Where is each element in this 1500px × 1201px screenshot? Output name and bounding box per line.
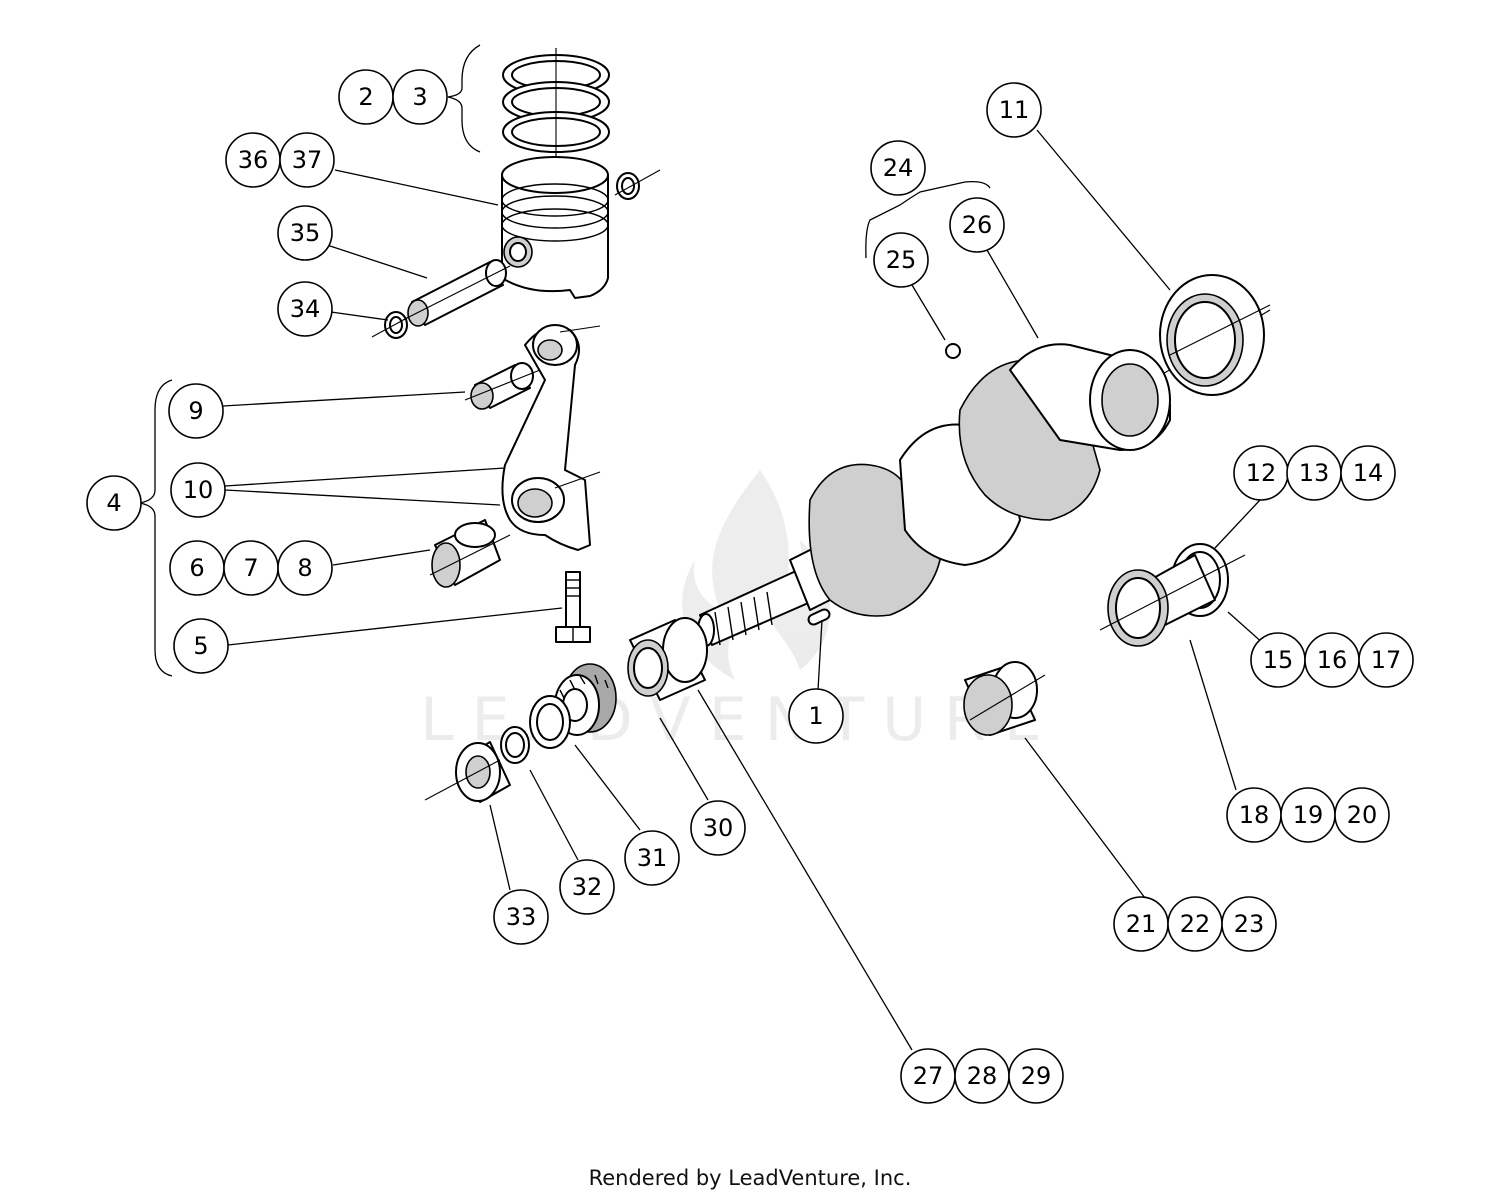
bracket-24 xyxy=(865,180,991,259)
callout-1: 1 xyxy=(788,688,844,744)
svg-text:10: 10 xyxy=(183,476,214,504)
svg-text:18: 18 xyxy=(1239,801,1270,829)
callout-6: 6 xyxy=(169,540,225,596)
callout-11: 11 xyxy=(986,82,1042,138)
svg-text:3: 3 xyxy=(412,83,427,111)
callout-21: 21 xyxy=(1113,896,1169,952)
callout-12: 12 xyxy=(1233,445,1289,501)
ball xyxy=(945,343,961,359)
svg-text:19: 19 xyxy=(1293,801,1324,829)
callout-18: 18 xyxy=(1226,787,1282,843)
callout-13: 13 xyxy=(1286,445,1342,501)
svg-text:29: 29 xyxy=(1021,1062,1052,1090)
svg-text:4: 4 xyxy=(106,489,121,517)
callout-30: 30 xyxy=(690,800,746,856)
callout-27: 27 xyxy=(900,1048,956,1104)
big-end-bearing xyxy=(429,519,511,588)
svg-text:20: 20 xyxy=(1347,801,1378,829)
callout-20: 20 xyxy=(1334,787,1390,843)
svg-text:24: 24 xyxy=(883,154,914,182)
svg-text:26: 26 xyxy=(962,211,993,239)
svg-text:21: 21 xyxy=(1126,910,1157,938)
washer xyxy=(529,695,571,749)
svg-text:35: 35 xyxy=(290,219,321,247)
svg-text:6: 6 xyxy=(189,554,204,582)
svg-text:37: 37 xyxy=(292,146,323,174)
piston-rings xyxy=(502,48,610,180)
o-ring xyxy=(500,726,530,764)
leader-lines xyxy=(222,129,1266,1051)
snap-ring-right xyxy=(614,169,661,200)
callouts: 2 3 36 37 35 34 9 10 4 6 7 8 5 11 24 26 … xyxy=(86,69,1414,1104)
thrust-bearing xyxy=(1099,543,1246,647)
svg-text:17: 17 xyxy=(1371,646,1402,674)
svg-text:32: 32 xyxy=(572,873,603,901)
pto-bearing xyxy=(627,617,708,701)
main-bearing-center xyxy=(963,661,1046,736)
callout-9: 9 xyxy=(168,383,224,439)
svg-text:28: 28 xyxy=(967,1062,998,1090)
svg-text:1: 1 xyxy=(808,702,823,730)
callout-22: 22 xyxy=(1167,896,1223,952)
callout-5: 5 xyxy=(173,618,229,674)
callout-10: 10 xyxy=(170,462,226,518)
svg-text:9: 9 xyxy=(188,397,203,425)
callout-25: 25 xyxy=(873,232,929,288)
callout-16: 16 xyxy=(1304,632,1360,688)
key xyxy=(807,608,831,626)
callout-31: 31 xyxy=(624,830,680,886)
main-bearing-end xyxy=(1159,274,1271,396)
svg-text:2: 2 xyxy=(358,83,373,111)
crankshaft xyxy=(697,309,1271,651)
svg-text:5: 5 xyxy=(193,632,208,660)
callout-14: 14 xyxy=(1340,445,1396,501)
svg-text:25: 25 xyxy=(886,246,917,274)
callout-19: 19 xyxy=(1280,787,1336,843)
callout-26: 26 xyxy=(949,197,1005,253)
rod-bolt xyxy=(555,571,591,643)
piston-pin xyxy=(402,259,511,327)
callout-35: 35 xyxy=(277,205,333,261)
callout-2: 2 xyxy=(338,69,394,125)
svg-text:7: 7 xyxy=(243,554,258,582)
svg-text:12: 12 xyxy=(1246,459,1277,487)
callout-28: 28 xyxy=(954,1048,1010,1104)
callout-7: 7 xyxy=(223,540,279,596)
callout-8: 8 xyxy=(277,540,333,596)
oil-seal xyxy=(424,741,511,803)
callout-32: 32 xyxy=(559,859,615,915)
svg-text:31: 31 xyxy=(637,844,668,872)
callout-4: 4 xyxy=(86,475,142,531)
callout-37: 37 xyxy=(279,132,335,188)
svg-text:8: 8 xyxy=(297,554,312,582)
svg-text:33: 33 xyxy=(506,903,537,931)
bracket-2-3 xyxy=(447,44,481,153)
callout-33: 33 xyxy=(493,889,549,945)
callout-36: 36 xyxy=(225,132,281,188)
connecting-rod xyxy=(501,324,601,551)
callout-17: 17 xyxy=(1358,632,1414,688)
svg-text:14: 14 xyxy=(1353,459,1384,487)
small-end-bushing xyxy=(464,362,541,410)
svg-text:11: 11 xyxy=(999,96,1030,124)
svg-text:16: 16 xyxy=(1317,646,1348,674)
svg-text:13: 13 xyxy=(1299,459,1330,487)
callout-24: 24 xyxy=(870,140,926,196)
callout-3: 3 xyxy=(392,69,448,125)
bracket-4 xyxy=(139,379,173,677)
callout-23: 23 xyxy=(1221,896,1277,952)
footer-credit: Rendered by LeadVenture, Inc. xyxy=(588,1166,912,1190)
svg-text:34: 34 xyxy=(290,295,321,323)
svg-text:15: 15 xyxy=(1263,646,1294,674)
piston xyxy=(501,156,609,299)
svg-text:36: 36 xyxy=(238,146,269,174)
svg-text:22: 22 xyxy=(1180,910,1211,938)
svg-text:23: 23 xyxy=(1234,910,1265,938)
callout-29: 29 xyxy=(1008,1048,1064,1104)
callout-15: 15 xyxy=(1250,632,1306,688)
callout-34: 34 xyxy=(277,281,333,337)
svg-text:30: 30 xyxy=(703,814,734,842)
svg-text:27: 27 xyxy=(913,1062,944,1090)
